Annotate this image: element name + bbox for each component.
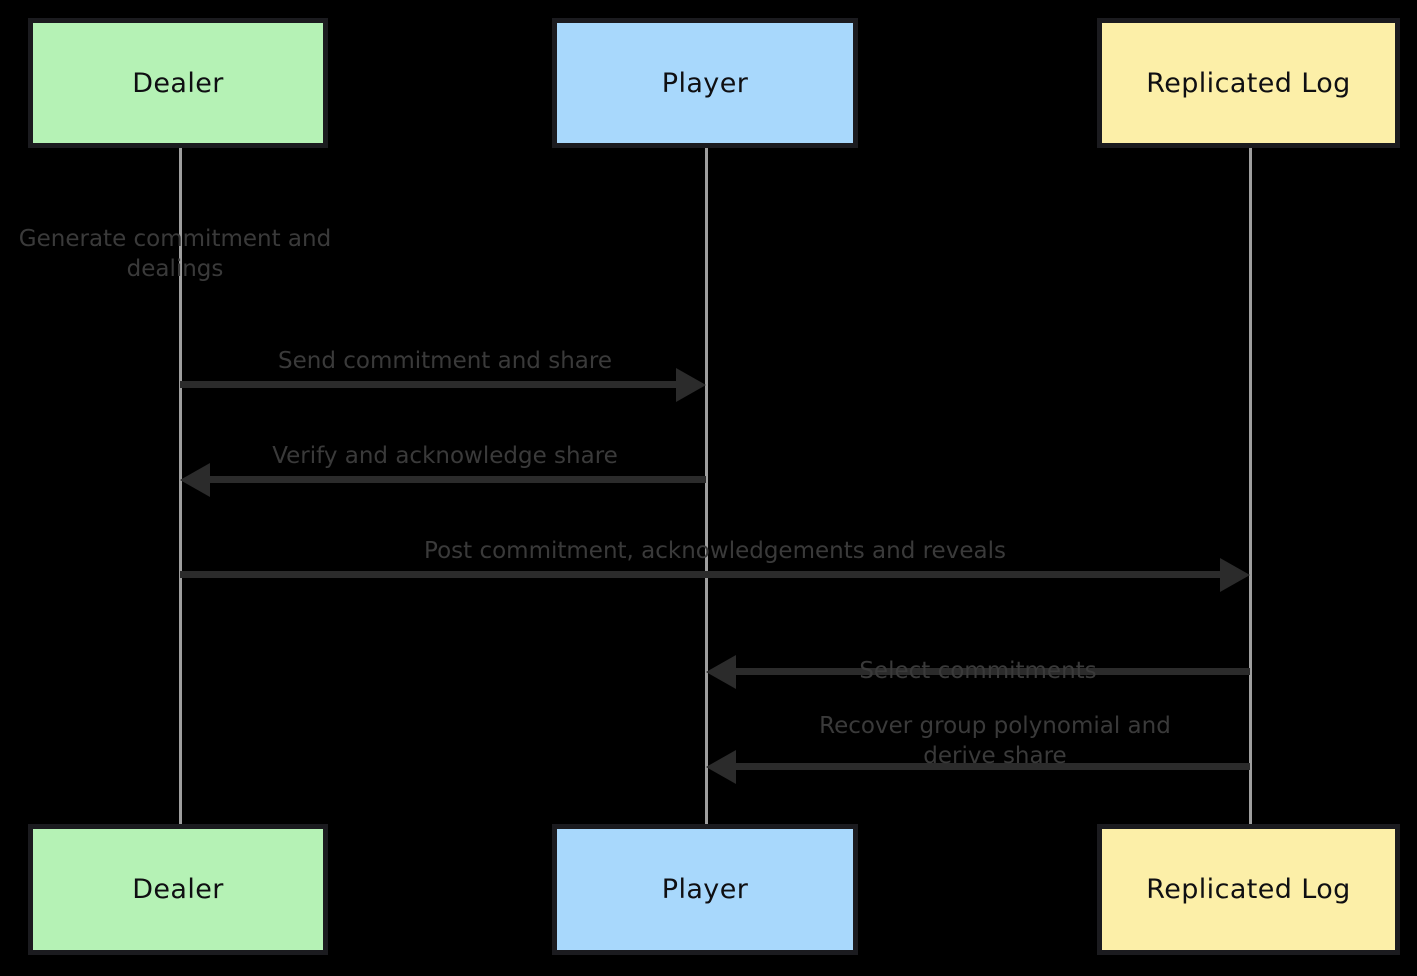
participant-footer-replicated-log-label: Replicated Log — [1146, 874, 1351, 905]
participant-footer-dealer[interactable]: Dealer — [28, 824, 328, 955]
message-label-select-commitments: Select commitments — [859, 658, 1097, 684]
arrow-head-select-commitments — [706, 655, 736, 689]
note-generate-commitment: Generate commitment and dealings — [18, 226, 332, 283]
message-line-select-commitments — [736, 668, 1250, 675]
participant-header-dealer[interactable]: Dealer — [28, 18, 328, 148]
participant-footer-dealer-label: Dealer — [132, 874, 224, 905]
participant-footer-player-label: Player — [661, 874, 749, 905]
message-line-recover-group-polynomial — [736, 763, 1250, 770]
message-label-verify-acknowledge: Verify and acknowledge share — [272, 443, 618, 469]
participant-header-replicated-log[interactable]: Replicated Log — [1097, 18, 1400, 148]
participant-header-player-label: Player — [661, 67, 749, 99]
arrow-head-send-commitment — [676, 368, 706, 402]
message-line-verify-acknowledge — [210, 476, 706, 483]
participant-header-dealer-label: Dealer — [132, 67, 224, 99]
participant-header-player[interactable]: Player — [552, 18, 858, 148]
message-label-recover-group-polynomial: Recover group polynomial and derive shar… — [819, 713, 1171, 770]
participant-header-replicated-log-label: Replicated Log — [1146, 67, 1351, 99]
arrow-head-post-commitment — [1220, 558, 1250, 592]
message-line-send-commitment — [180, 381, 676, 388]
lifeline-player — [705, 148, 708, 826]
message-line-post-commitment — [180, 571, 1220, 578]
arrow-head-recover-group-polynomial — [706, 750, 736, 784]
lifeline-replicated-log — [1249, 148, 1252, 826]
participant-footer-player[interactable]: Player — [552, 824, 858, 955]
participant-footer-replicated-log[interactable]: Replicated Log — [1097, 824, 1400, 955]
arrow-head-verify-acknowledge — [180, 463, 210, 497]
message-label-post-commitment: Post commitment, acknowledgements and re… — [424, 538, 1006, 564]
message-label-send-commitment: Send commitment and share — [278, 348, 612, 374]
